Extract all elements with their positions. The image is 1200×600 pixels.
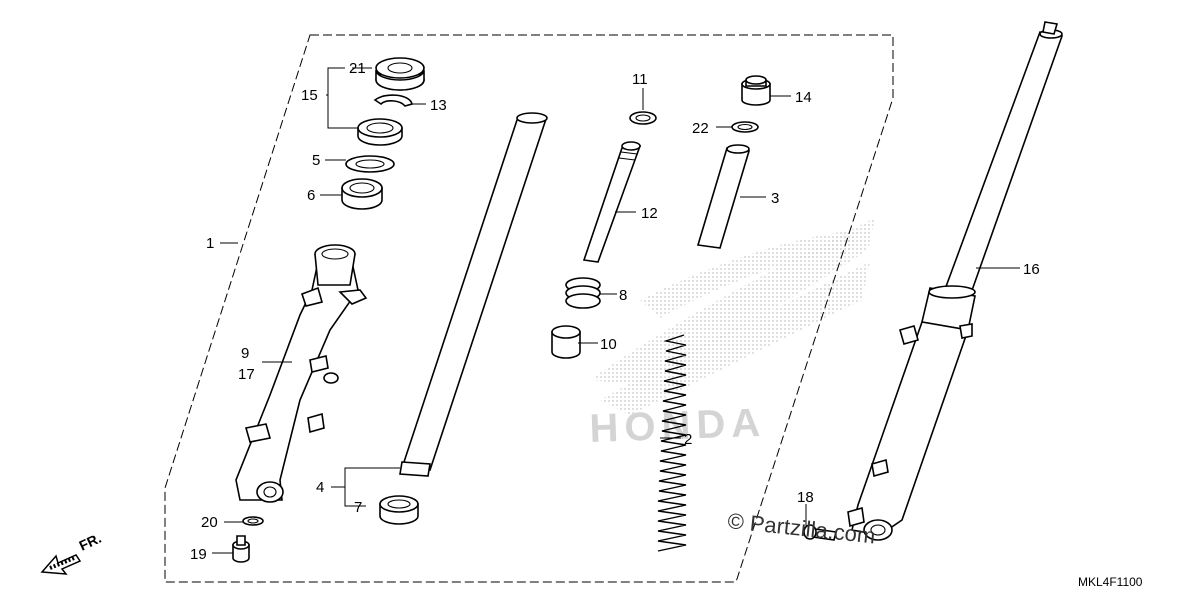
callout-3: 3 — [771, 190, 779, 207]
honda-wing-watermark: HONDA — [589, 218, 875, 451]
callout-12: 12 — [641, 205, 658, 222]
callout-4: 4 — [316, 479, 324, 496]
axle-pinch-bolt — [803, 524, 837, 541]
spring-collar — [696, 144, 751, 249]
callout-18: 18 — [797, 489, 814, 506]
callout-1: 1 — [206, 235, 214, 252]
fork-spring — [657, 334, 687, 552]
socket-bolt — [232, 535, 250, 563]
honda-brand-watermark: HONDA — [589, 401, 767, 451]
drain-bolt-gasket — [242, 516, 264, 526]
oil-lock-piece — [551, 325, 581, 359]
front-direction-indicator: FR. — [40, 530, 104, 575]
callout-2: 2 — [684, 431, 692, 448]
callout-11: 11 — [632, 71, 648, 88]
callout-9: 9 — [241, 345, 249, 362]
callout-17: 17 — [238, 366, 255, 383]
callout-15: 15 — [301, 87, 318, 104]
callout-14: 14 — [795, 89, 812, 106]
fork-bolt — [741, 75, 771, 106]
callout-13: 13 — [430, 97, 447, 114]
right-fork-assembly — [847, 21, 1064, 541]
callout-6: 6 — [307, 187, 315, 204]
fork-pipe — [399, 112, 548, 477]
callout-labels: 1 21 15 13 5 6 9 17 4 7 20 19 11 12 8 10… — [190, 60, 1040, 563]
slider-bushing — [341, 178, 383, 210]
callout-8: 8 — [619, 287, 627, 304]
leader-lines — [212, 67, 1020, 554]
snap-ring — [373, 94, 413, 107]
diagram-code: MKL4F1100 — [1078, 575, 1143, 589]
fork-slider — [235, 244, 368, 503]
callout-21: 21 — [349, 60, 366, 77]
back-up-ring — [345, 155, 395, 173]
oil-seal — [357, 118, 403, 146]
rebound-spring — [565, 277, 601, 309]
fork-pipe-bushing — [379, 495, 419, 525]
front-arrow-icon — [40, 554, 82, 575]
front-direction-label: FR. — [77, 530, 104, 554]
callout-16: 16 — [1023, 261, 1040, 278]
o-ring — [731, 121, 759, 133]
callout-19: 19 — [190, 546, 207, 563]
callout-7: 7 — [354, 499, 362, 516]
callout-5: 5 — [312, 152, 320, 169]
dust-seal — [375, 57, 425, 91]
fork-piston — [582, 141, 642, 263]
piston-ring — [629, 111, 657, 125]
callout-22: 22 — [692, 120, 709, 137]
callout-10: 10 — [600, 336, 617, 353]
callout-20: 20 — [201, 514, 218, 531]
